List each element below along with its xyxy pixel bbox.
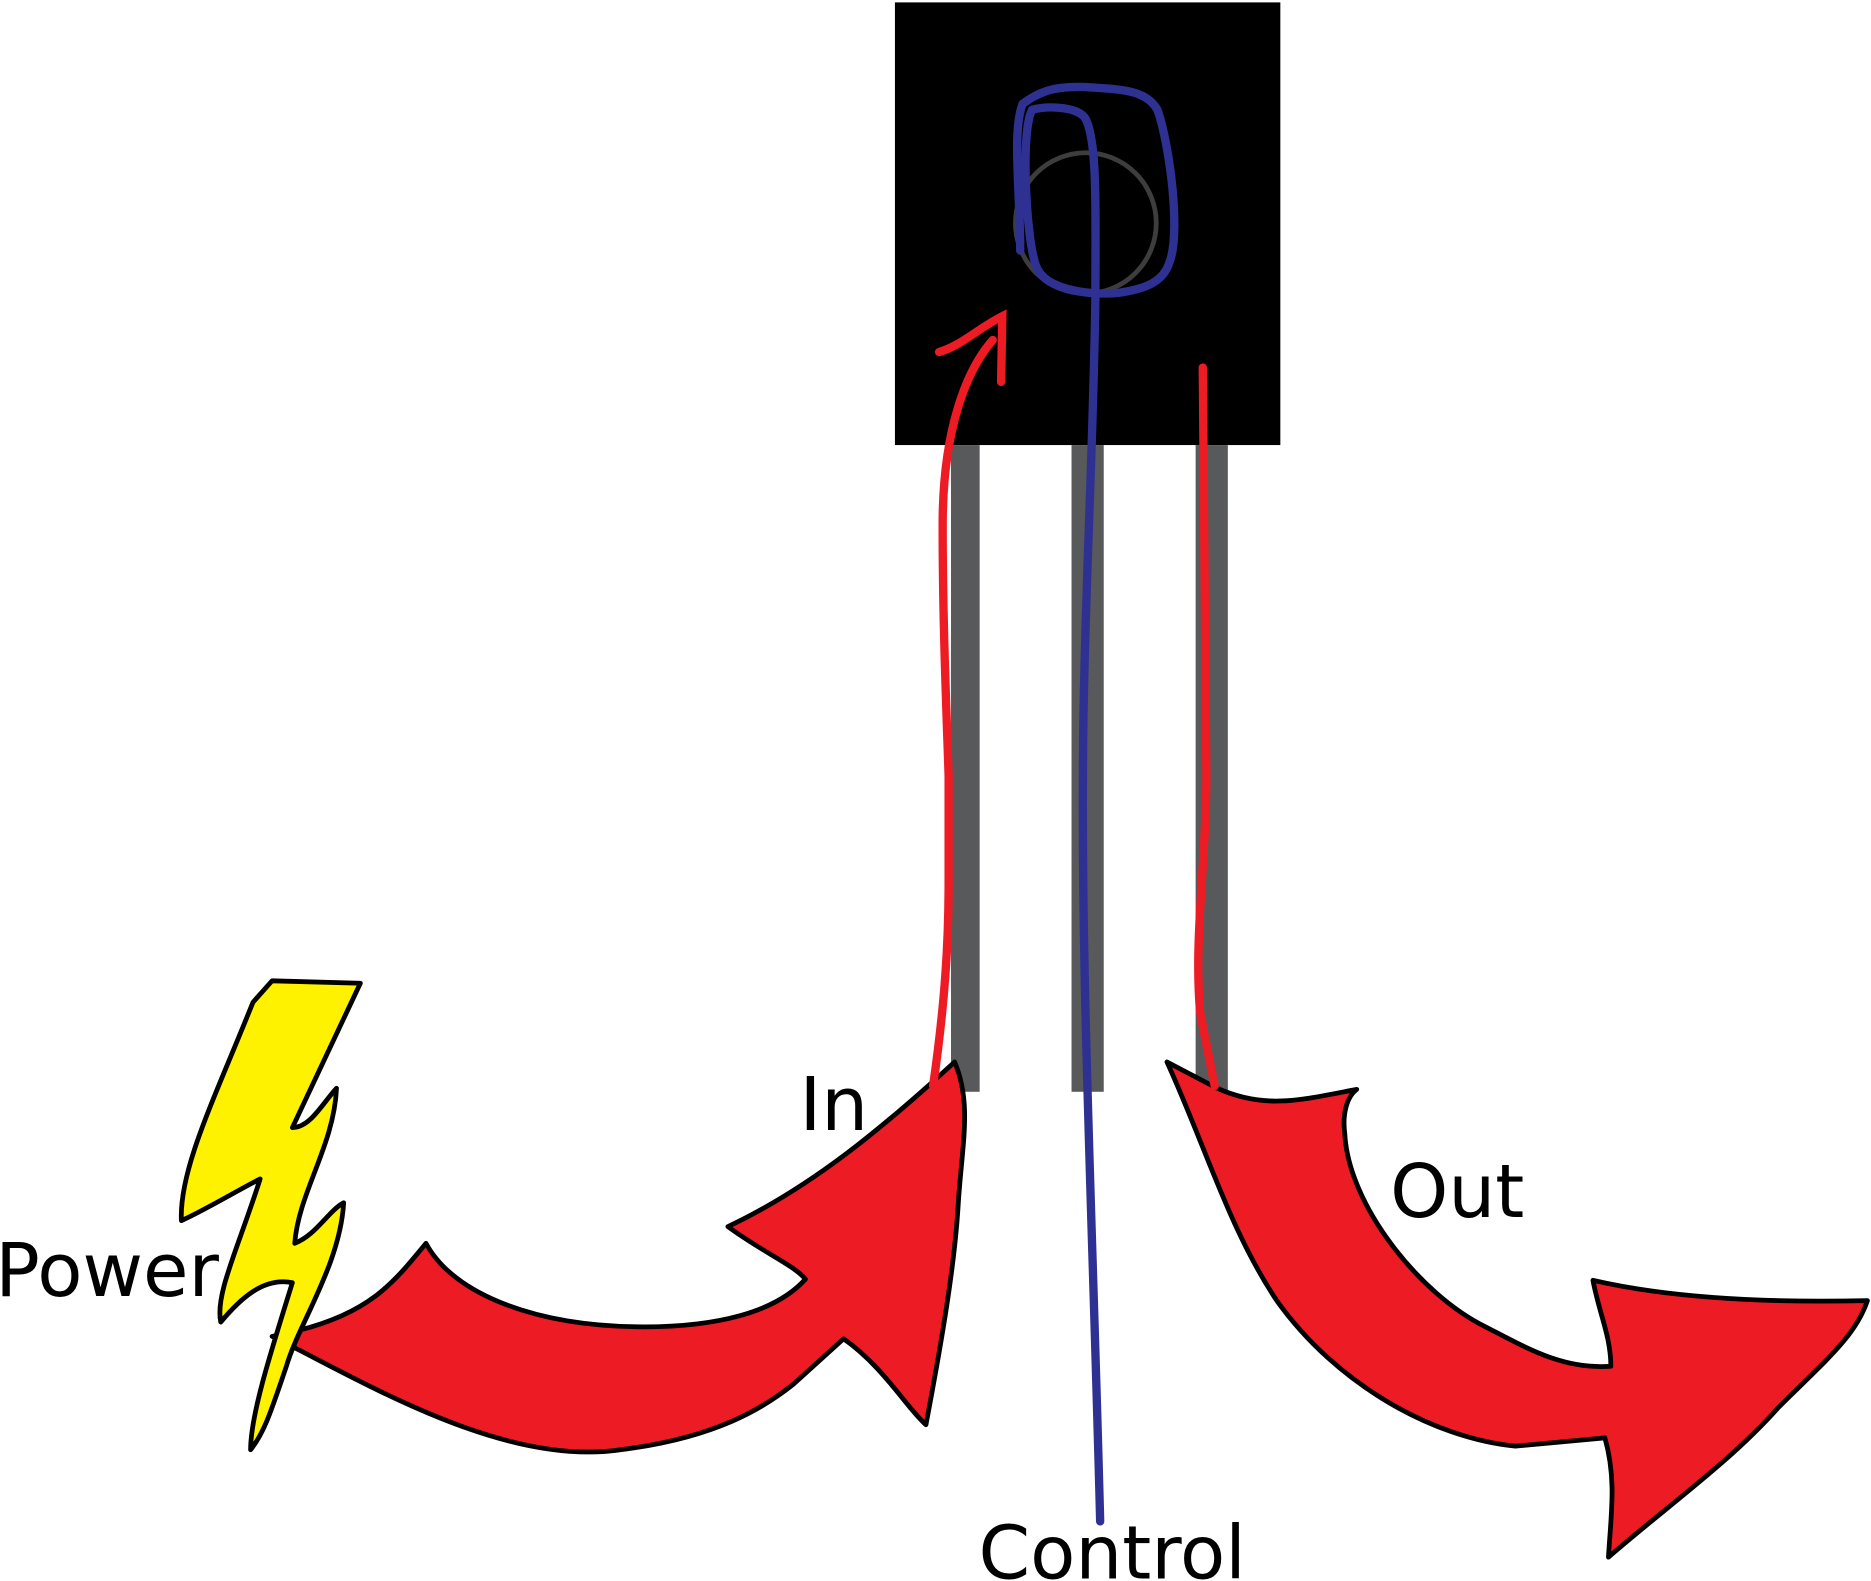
label-control: Control bbox=[978, 1511, 1245, 1581]
out-arrow bbox=[1164, 1059, 1870, 1560]
control-wire bbox=[1012, 82, 1179, 1526]
transistor-body bbox=[894, 2, 1281, 446]
current-path-in bbox=[928, 309, 1007, 1090]
label-power: Power bbox=[0, 1228, 219, 1314]
in-arrow bbox=[269, 1059, 967, 1455]
label-in: In bbox=[799, 1062, 868, 1148]
leg-in bbox=[951, 445, 980, 1092]
label-out: Out bbox=[1390, 1149, 1524, 1235]
lightning-bolt-icon bbox=[178, 978, 363, 1453]
current-path-out bbox=[1194, 363, 1219, 1090]
